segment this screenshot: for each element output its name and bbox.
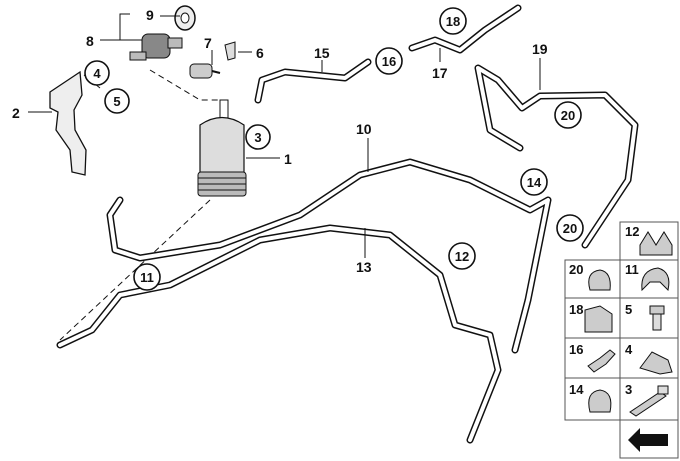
label-9: 9 xyxy=(146,7,154,23)
legend-label-5: 5 xyxy=(625,302,632,317)
legend-label-12: 12 xyxy=(625,224,639,239)
label-2: 2 xyxy=(12,105,20,121)
legend-label-3: 3 xyxy=(625,382,632,397)
direction-arrow-icon xyxy=(628,428,668,452)
svg-text:16: 16 xyxy=(382,54,396,69)
filter-canister xyxy=(197,99,247,197)
pipe-13 xyxy=(56,224,502,444)
label-19: 19 xyxy=(532,41,548,57)
callout-11: 11 xyxy=(133,263,161,291)
pipe-10 xyxy=(106,158,552,354)
legend-label-11: 11 xyxy=(625,262,639,277)
clip-14-glyph xyxy=(588,389,612,413)
label-13: 13 xyxy=(356,259,372,275)
callout-12: 12 xyxy=(448,242,476,270)
label-7: 7 xyxy=(204,35,212,51)
clip-6 xyxy=(224,41,236,61)
bracket xyxy=(49,70,87,176)
svg-text:14: 14 xyxy=(527,175,542,190)
legend-label-20: 20 xyxy=(569,262,583,277)
svg-text:5: 5 xyxy=(113,94,120,109)
callout-18: 18 xyxy=(439,7,467,35)
cable-tie-glyph xyxy=(629,385,669,417)
dashed-connections xyxy=(59,69,225,341)
callout-16: 16 xyxy=(375,47,403,75)
label-8: 8 xyxy=(86,33,94,49)
parts-legend: 12 20 11 18 5 16 4 14 3 xyxy=(564,221,679,459)
pipe-17 xyxy=(408,4,522,54)
svg-text:20: 20 xyxy=(561,108,575,123)
label-1: 1 xyxy=(284,151,292,167)
fitting-7 xyxy=(189,63,221,79)
screw-glyph xyxy=(649,305,665,331)
label-10: 10 xyxy=(356,121,372,137)
valve-assembly xyxy=(129,5,196,61)
label-17: 17 xyxy=(432,65,448,81)
legend-label-4: 4 xyxy=(625,342,633,357)
svg-text:4: 4 xyxy=(93,66,101,81)
callout-20-top: 20 xyxy=(554,101,582,129)
legend-label-14: 14 xyxy=(569,382,584,397)
clip-18-glyph xyxy=(584,305,613,333)
svg-text:18: 18 xyxy=(446,14,460,29)
callout-3: 3 xyxy=(245,124,271,150)
svg-text:12: 12 xyxy=(455,249,469,264)
clip-11-glyph xyxy=(641,267,670,292)
callout-20-mid: 20 xyxy=(556,214,584,242)
clamp-nut-glyph xyxy=(639,351,673,375)
clip-20-glyph xyxy=(588,269,611,291)
clip-strip-glyph xyxy=(639,231,673,256)
callout-5: 5 xyxy=(104,88,130,114)
connector-glyph xyxy=(587,349,616,373)
pipe-15 xyxy=(254,58,372,104)
label-15: 15 xyxy=(314,45,330,61)
plain-labels: 9 8 7 6 2 1 10 13 15 17 19 xyxy=(12,7,548,275)
svg-text:11: 11 xyxy=(140,270,154,285)
legend-label-18: 18 xyxy=(569,302,583,317)
legend-cell-5 xyxy=(619,297,679,339)
label-6: 6 xyxy=(256,45,264,61)
callout-4: 4 xyxy=(84,60,110,86)
legend-label-16: 16 xyxy=(569,342,583,357)
svg-text:3: 3 xyxy=(254,130,261,145)
svg-text:20: 20 xyxy=(563,221,577,236)
pipe-19 xyxy=(474,64,639,249)
circled-labels: 4 5 3 16 18 20 14 20 xyxy=(84,7,584,291)
callout-14: 14 xyxy=(520,168,548,196)
